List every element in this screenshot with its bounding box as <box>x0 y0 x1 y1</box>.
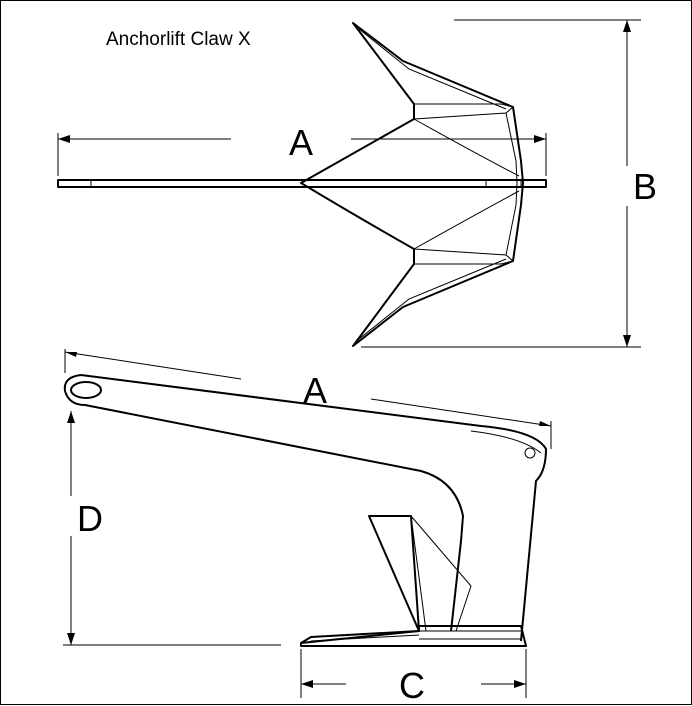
dimension-label-b: B <box>633 166 657 207</box>
anchor-side-view <box>63 374 547 647</box>
drawing-title: Anchorlift Claw X <box>106 29 251 50</box>
dimension-label-a-top: A <box>289 122 313 163</box>
dimension-line-a-side <box>64 349 552 449</box>
dimension-line-b <box>361 19 641 348</box>
dimension-label-c: C <box>399 665 425 706</box>
dimension-label-a-side: A <box>303 370 327 411</box>
dimension-line-c <box>300 649 527 698</box>
dimension-label-d: D <box>77 498 103 539</box>
dimension-line-a-top <box>57 133 547 176</box>
anchor-top-view <box>57 22 547 347</box>
dimension-line-d <box>63 411 281 646</box>
